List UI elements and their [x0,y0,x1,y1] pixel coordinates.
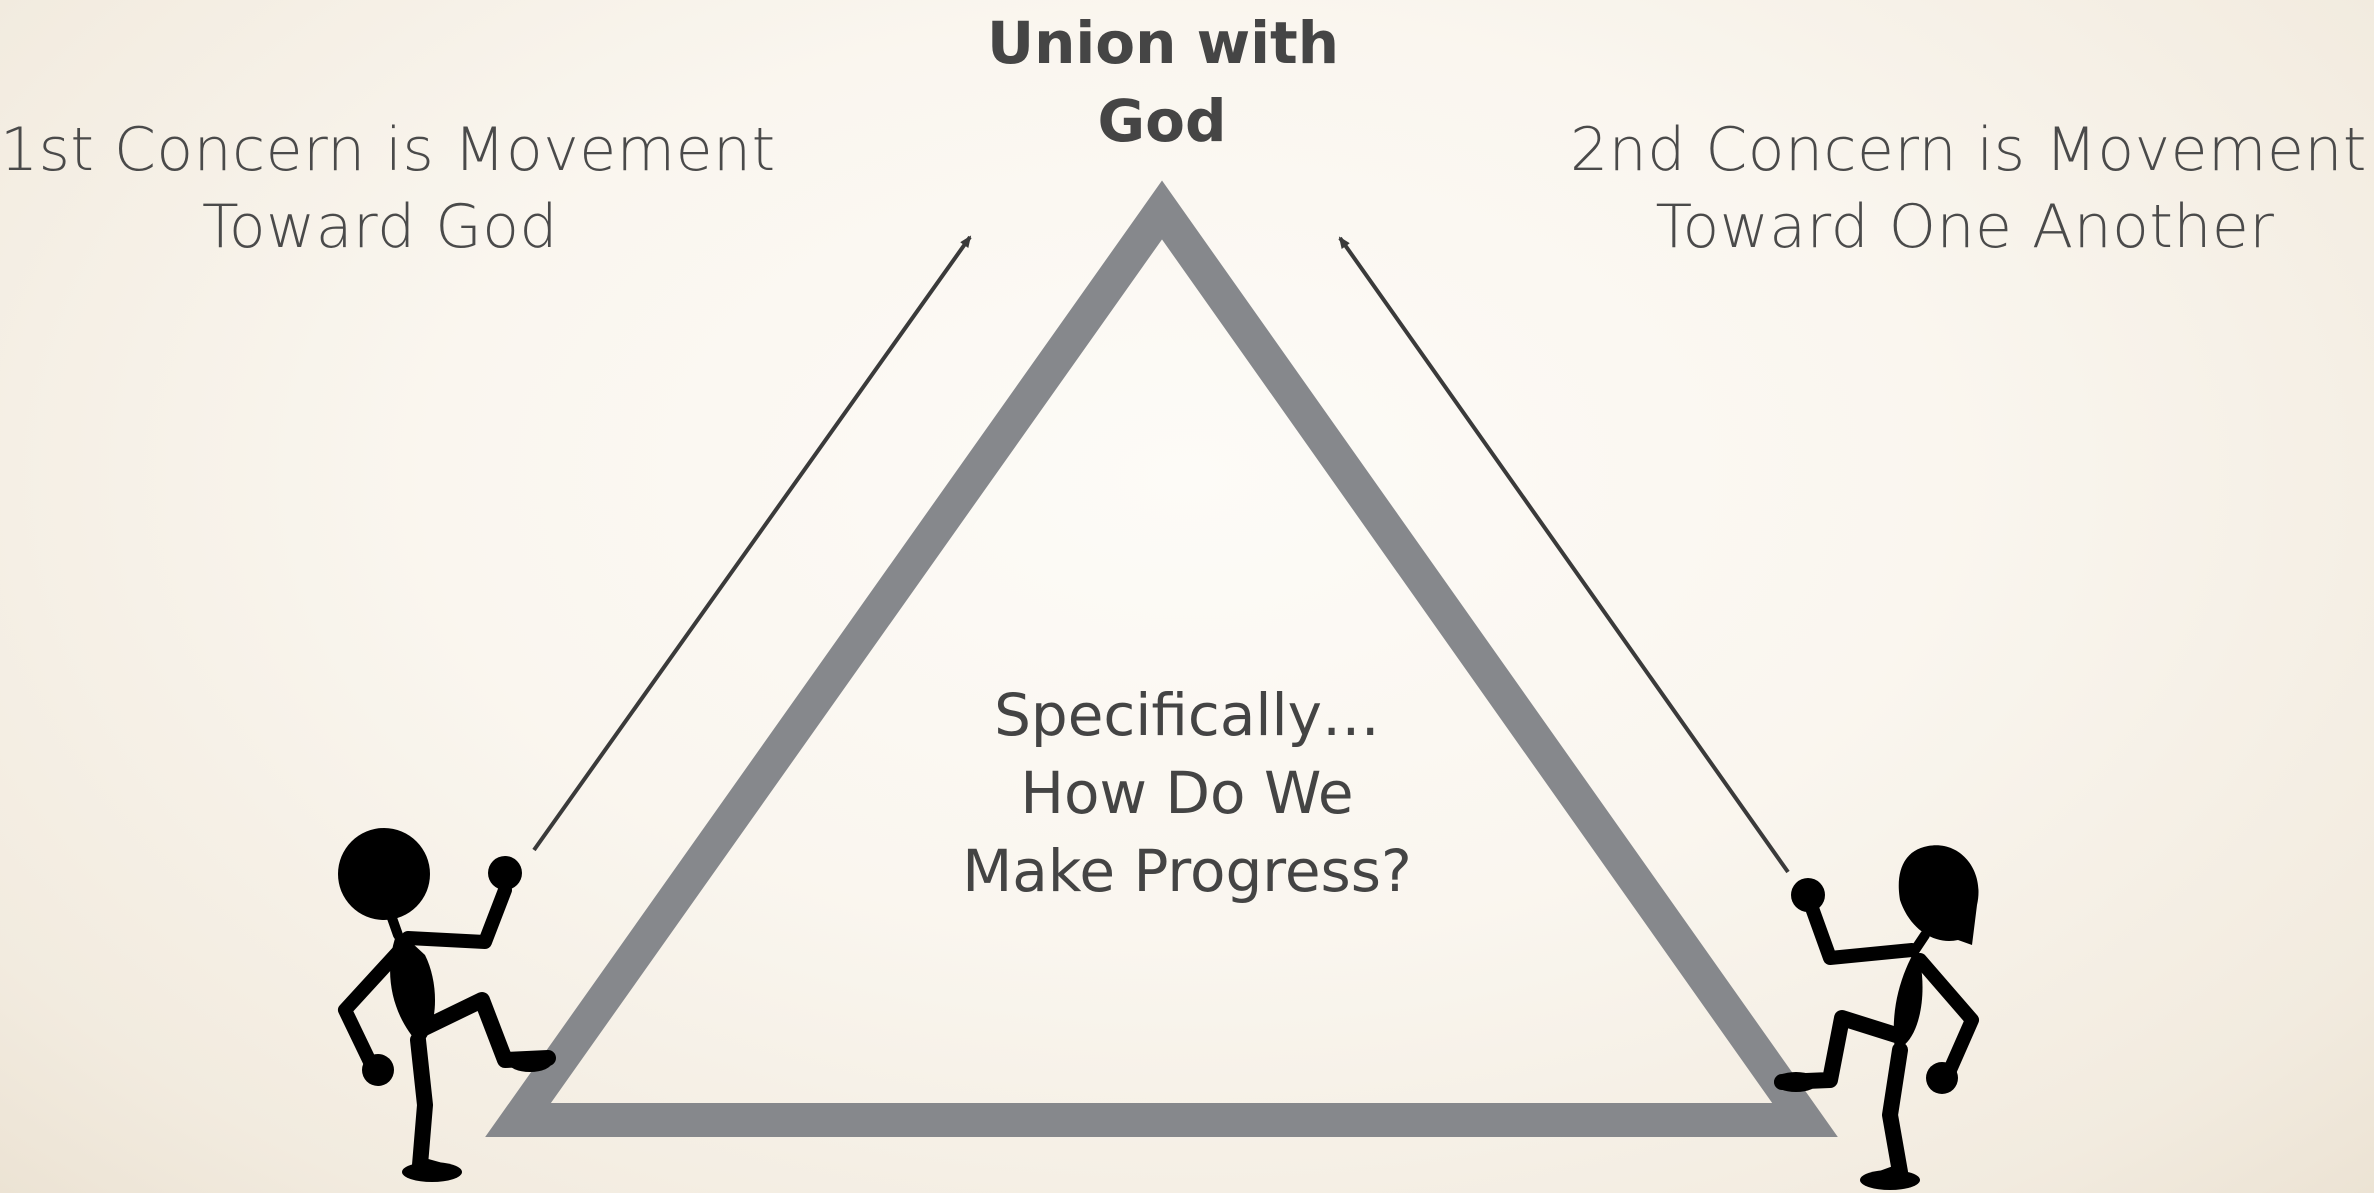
right-concern-line1: 2nd Concern is Movement [1570,115,2367,185]
center-question-line3: Make Progress? [962,837,1412,905]
center-question-line1: Specifically… [994,681,1380,749]
left-concern-label: 1st Concern is Movement Toward God [0,112,776,266]
stick-figure-woman-icon [1774,845,1979,1190]
arrow-right [1338,236,1790,874]
left-concern-line1: 1st Concern is Movement [0,115,776,185]
triangle-outline [485,180,1838,1137]
stick-figure-man-icon [338,828,556,1182]
apex-label: Union with God [987,4,1340,160]
apex-label-line1: Union with [987,9,1340,77]
center-question: Specifically… How Do We Make Progress? [887,676,1487,910]
right-concern-label: 2nd Concern is Movement Toward One Anoth… [1570,112,2367,266]
right-concern-line2: Toward One Another [1655,192,2275,262]
arrow-left [532,235,972,852]
apex-label-line2: God [1097,87,1227,155]
center-question-line2: How Do We [1020,759,1354,827]
left-concern-line2: Toward God [201,192,559,262]
